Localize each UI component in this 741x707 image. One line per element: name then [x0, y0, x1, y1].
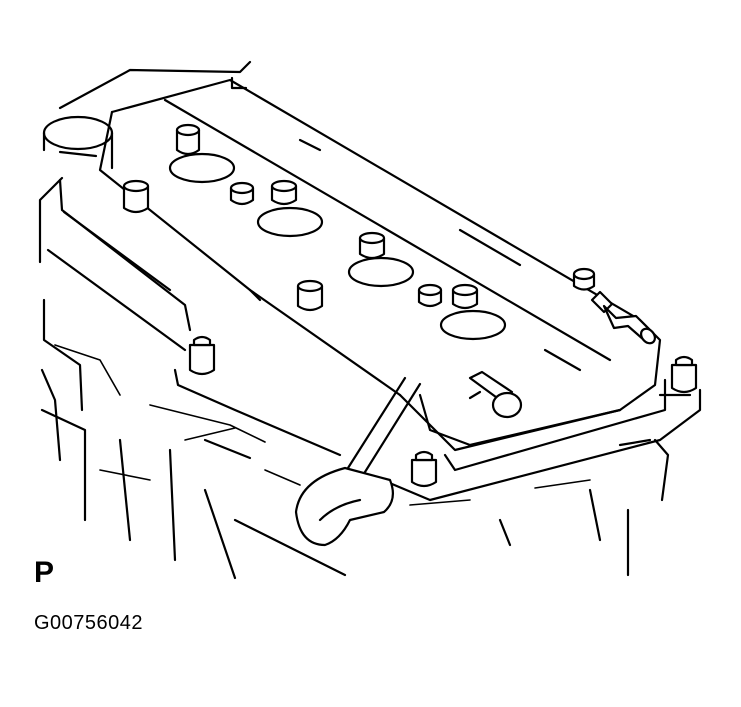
bolt [122, 179, 150, 214]
bolt [417, 283, 443, 308]
bolt [270, 179, 298, 206]
cover-bolts [122, 123, 596, 312]
spark-plug-holes [168, 152, 507, 341]
cylinder-head-body [38, 60, 670, 580]
mounting-studs [188, 335, 698, 488]
wire-bracket [203, 376, 422, 547]
breather-pipe [468, 370, 523, 419]
pcv-valve [590, 290, 656, 345]
view-label: P [34, 556, 55, 589]
engine-cylinder-head-cover-illustration [38, 60, 702, 580]
bolt [572, 267, 596, 291]
bolt [358, 231, 386, 260]
cover-flange [40, 368, 702, 502]
stud [188, 335, 216, 376]
oil-filler-cap [42, 115, 114, 170]
bolt [175, 123, 201, 156]
cylinder-head-cover [46, 76, 692, 472]
bolt [229, 181, 255, 206]
figure-code: G00756042 [34, 612, 144, 634]
bolt [451, 283, 479, 310]
stud [670, 355, 698, 394]
bolt [296, 279, 324, 312]
stud [410, 450, 438, 488]
